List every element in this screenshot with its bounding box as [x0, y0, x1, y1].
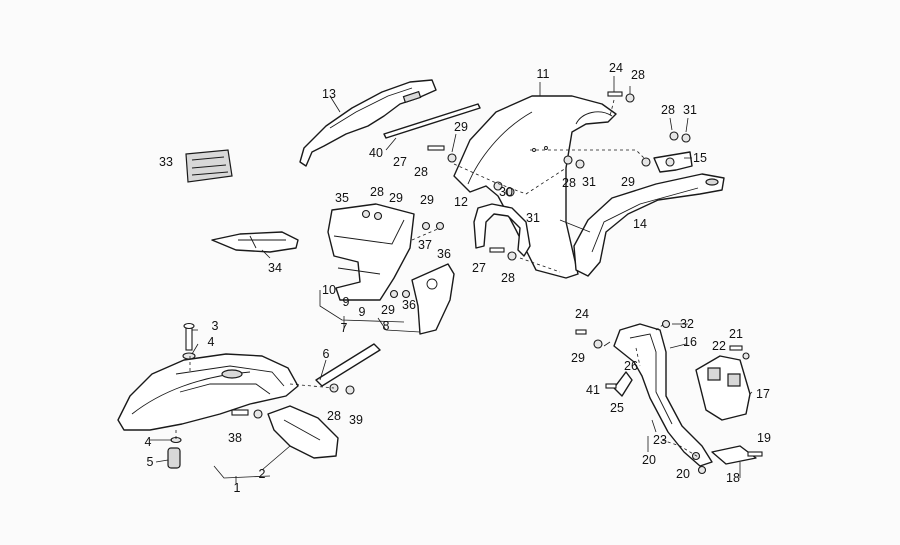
callout-7: 7 — [341, 321, 348, 335]
part-9-10-bracket-assembly — [327, 203, 415, 301]
callout-29-a: 29 — [454, 120, 468, 134]
callout-12: 12 — [454, 195, 468, 209]
part-2-front-fender — [117, 353, 299, 431]
callout-31-c: 31 — [526, 211, 540, 225]
part-40-strip — [383, 103, 481, 139]
callout-11: 11 — [537, 67, 550, 81]
callout-33: 33 — [159, 155, 173, 169]
callout-29-b: 29 — [621, 175, 635, 189]
part-12-bracket — [473, 203, 531, 257]
callout-39: 39 — [349, 413, 363, 427]
callout-27-bottom: 27 — [472, 261, 486, 275]
callout-38: 38 — [228, 431, 242, 445]
callout-9-right: 9 — [359, 305, 366, 319]
callout-2: 2 — [259, 467, 266, 481]
part-34-tray — [211, 231, 299, 253]
callout-41: 41 — [586, 383, 600, 397]
callout-28-f: 28 — [501, 271, 515, 285]
callout-31-a: 31 — [683, 103, 697, 117]
callout-14: 14 — [633, 217, 647, 231]
part-17-plate-frame — [695, 355, 751, 421]
callout-31-b: 31 — [582, 175, 596, 189]
callout-4-top: 4 — [208, 335, 215, 349]
callout-27-top: 27 — [393, 155, 407, 169]
callout-13: 13 — [322, 87, 336, 101]
callout-18: 18 — [726, 471, 740, 485]
part-5-cap — [167, 447, 181, 469]
callout-29-f: 29 — [571, 351, 585, 365]
callout-24-bottom: 24 — [575, 307, 589, 321]
callout-17: 17 — [756, 387, 770, 401]
callout-28-b: 28 — [661, 103, 675, 117]
callout-15: 15 — [693, 151, 707, 165]
callout-6: 6 — [323, 347, 330, 361]
callout-25: 25 — [610, 401, 624, 415]
callout-19: 19 — [757, 431, 771, 445]
callout-16: 16 — [683, 335, 697, 349]
callout-30: 30 — [499, 185, 513, 199]
callout-labels: 1 2 3 4 4 5 6 7 8 9 9 10 11 12 13 14 15 … — [145, 61, 771, 495]
callout-3: 3 — [212, 319, 219, 333]
callout-28-e: 28 — [370, 185, 384, 199]
callout-32: 32 — [680, 317, 694, 331]
part-16-frame — [613, 323, 713, 467]
callout-20-left: 20 — [642, 453, 656, 467]
callout-34: 34 — [268, 261, 282, 275]
callout-23: 23 — [653, 433, 667, 447]
callout-5: 5 — [147, 455, 154, 469]
callout-1: 1 — [234, 481, 241, 495]
callout-22: 22 — [712, 339, 726, 353]
callout-40: 40 — [369, 146, 383, 160]
callout-9-left: 9 — [343, 295, 350, 309]
callout-4-bottom: 4 — [145, 435, 152, 449]
part-33-plate — [185, 149, 233, 183]
callout-8: 8 — [383, 319, 390, 333]
callout-21: 21 — [729, 327, 743, 341]
callout-37: 37 — [418, 238, 432, 252]
callout-36-bottom: 36 — [402, 298, 416, 312]
part-2-splash-guard — [267, 405, 339, 459]
callout-35: 35 — [335, 191, 349, 205]
callout-24-top: 24 — [609, 61, 623, 75]
part-18-plate — [711, 445, 757, 465]
part-14-bracket — [573, 173, 725, 277]
callout-29-c: 29 — [389, 191, 403, 205]
part-13-bracket — [299, 79, 437, 167]
callout-10: 10 — [322, 283, 336, 297]
leader-lines — [150, 76, 753, 484]
callout-29-d: 29 — [420, 193, 434, 207]
callout-28-g: 28 — [327, 409, 341, 423]
callout-28-c: 28 — [414, 165, 428, 179]
part-6-rod — [315, 343, 381, 387]
callout-26: 26 — [624, 359, 638, 373]
part-8-plate — [411, 263, 455, 335]
callout-36-top: 36 — [437, 247, 451, 261]
callout-20-right: 20 — [676, 467, 690, 481]
callout-28-a: 28 — [631, 68, 645, 82]
hardware — [170, 91, 763, 475]
callout-28-d: 28 — [562, 176, 576, 190]
callout-29-e: 29 — [381, 303, 395, 317]
